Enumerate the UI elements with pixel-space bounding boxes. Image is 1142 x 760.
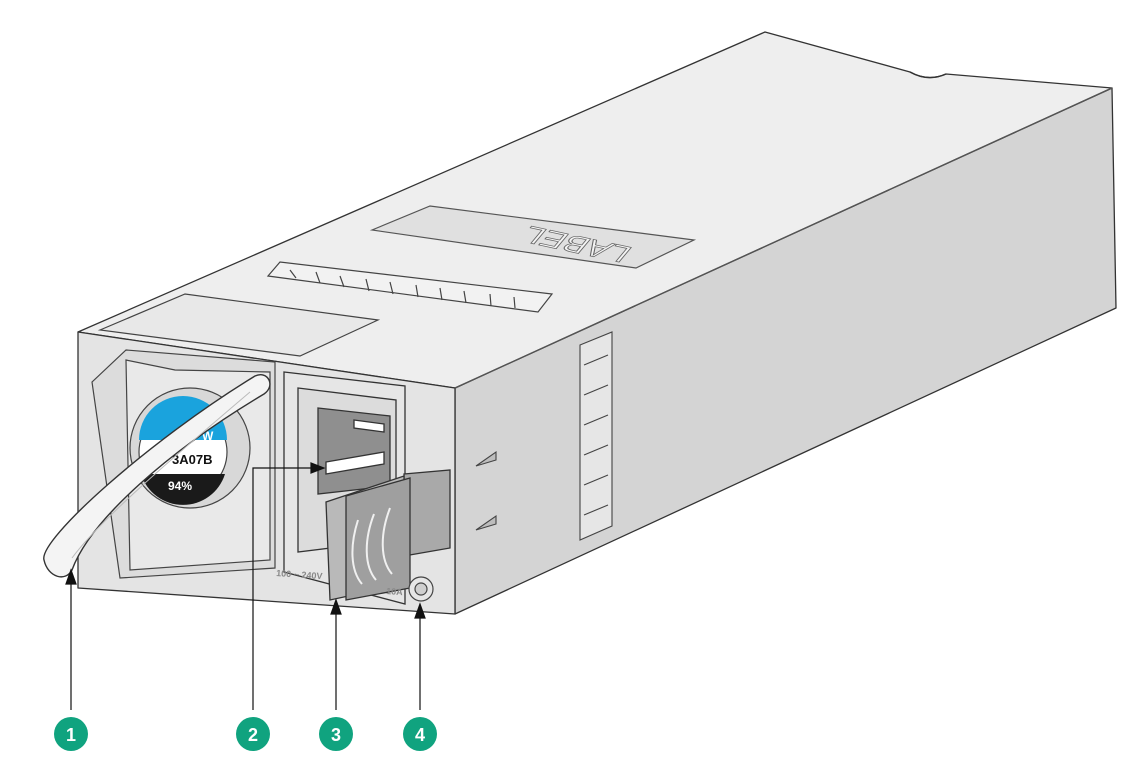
callout-3: 3: [319, 717, 353, 751]
callout-4: 4: [403, 717, 437, 751]
side-slots: [475, 450, 497, 531]
leader-lines: [65, 462, 426, 710]
top-notch: [909, 71, 947, 79]
callout-1-number: 1: [66, 725, 76, 745]
arrow-3: [330, 598, 342, 615]
current-rating: 10A: [386, 586, 404, 597]
callout-4-number: 4: [415, 725, 425, 745]
status-led: [408, 576, 434, 602]
callout-1: 1: [54, 717, 88, 751]
top-recess: [97, 293, 381, 357]
badge-model: 3A07B: [172, 452, 212, 467]
callout-3-number: 3: [331, 725, 341, 745]
top-vent: [266, 261, 554, 313]
side-latch: [579, 331, 613, 541]
voltage-rating: 100 ~ 240V: [276, 568, 323, 581]
leader-line-2: [252, 467, 318, 710]
arrow-2: [310, 462, 326, 474]
arrow-4: [414, 602, 426, 619]
handle: [43, 374, 271, 578]
arrow-1: [65, 568, 77, 585]
badge-efficiency: 94%: [168, 479, 192, 493]
callout-2-number: 2: [248, 725, 258, 745]
cord-retainer: [325, 469, 451, 601]
callout-2: 2: [236, 717, 270, 751]
